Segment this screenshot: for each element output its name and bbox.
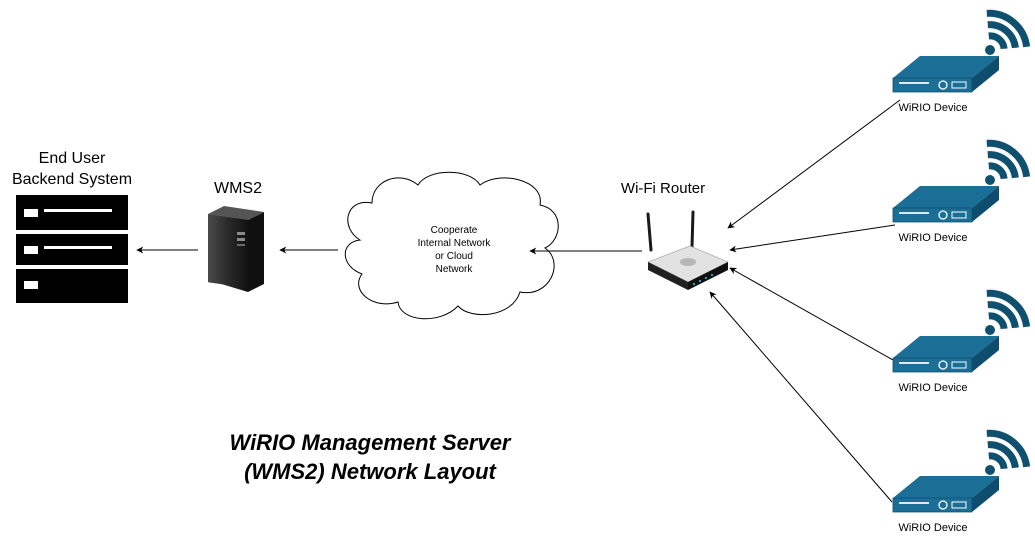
wifi-signal-icon xyxy=(985,139,1031,185)
wifi-signal-icon xyxy=(985,289,1031,335)
wirio-device-label: WiRIO Device xyxy=(898,232,967,244)
wirio-device-label: WiRIO Device xyxy=(898,522,967,534)
arrow-device3-to-router xyxy=(729,267,894,361)
backend-label-line2: Backend System xyxy=(12,171,132,188)
wirio-device-1: WiRIO Device xyxy=(892,9,1031,114)
wirio-device-icon xyxy=(892,56,999,93)
wirio-device-2: WiRIO Device xyxy=(892,139,1031,244)
arrow-device1-to-router xyxy=(727,99,901,229)
server-tower-icon xyxy=(208,206,264,292)
cloud-shape xyxy=(344,171,559,320)
wirio-device-icon xyxy=(892,336,999,373)
router-label: Wi-Fi Router xyxy=(621,180,705,197)
backend-rack-icon xyxy=(16,195,128,303)
cloud-label-line3: or Cloud xyxy=(435,251,473,262)
cloud-label-line2: Internal Network xyxy=(418,238,492,249)
wirio-device-icon xyxy=(892,186,999,223)
cloud-label-line1: Cooperate xyxy=(431,225,478,236)
wirio-device-label: WiRIO Device xyxy=(898,102,967,114)
cloud-label-line4: Network xyxy=(436,264,474,275)
wirio-device-4: WiRIO Device xyxy=(892,429,1031,534)
backend-label-line1: End User xyxy=(39,150,106,167)
arrow-device4-to-router xyxy=(709,291,893,503)
wifi-router-icon xyxy=(646,210,729,290)
arrow-device2-to-router xyxy=(729,224,896,253)
wirio-device-icon xyxy=(892,476,999,513)
wirio-device-label: WiRIO Device xyxy=(898,382,967,394)
wifi-signal-icon xyxy=(985,429,1031,475)
server-label: WMS2 xyxy=(214,180,262,197)
wifi-signal-icon xyxy=(985,9,1031,55)
wirio-device-3: WiRIO Device xyxy=(892,289,1031,394)
diagram-caption: WiRIO Management Server (WMS2) Network L… xyxy=(229,430,511,484)
